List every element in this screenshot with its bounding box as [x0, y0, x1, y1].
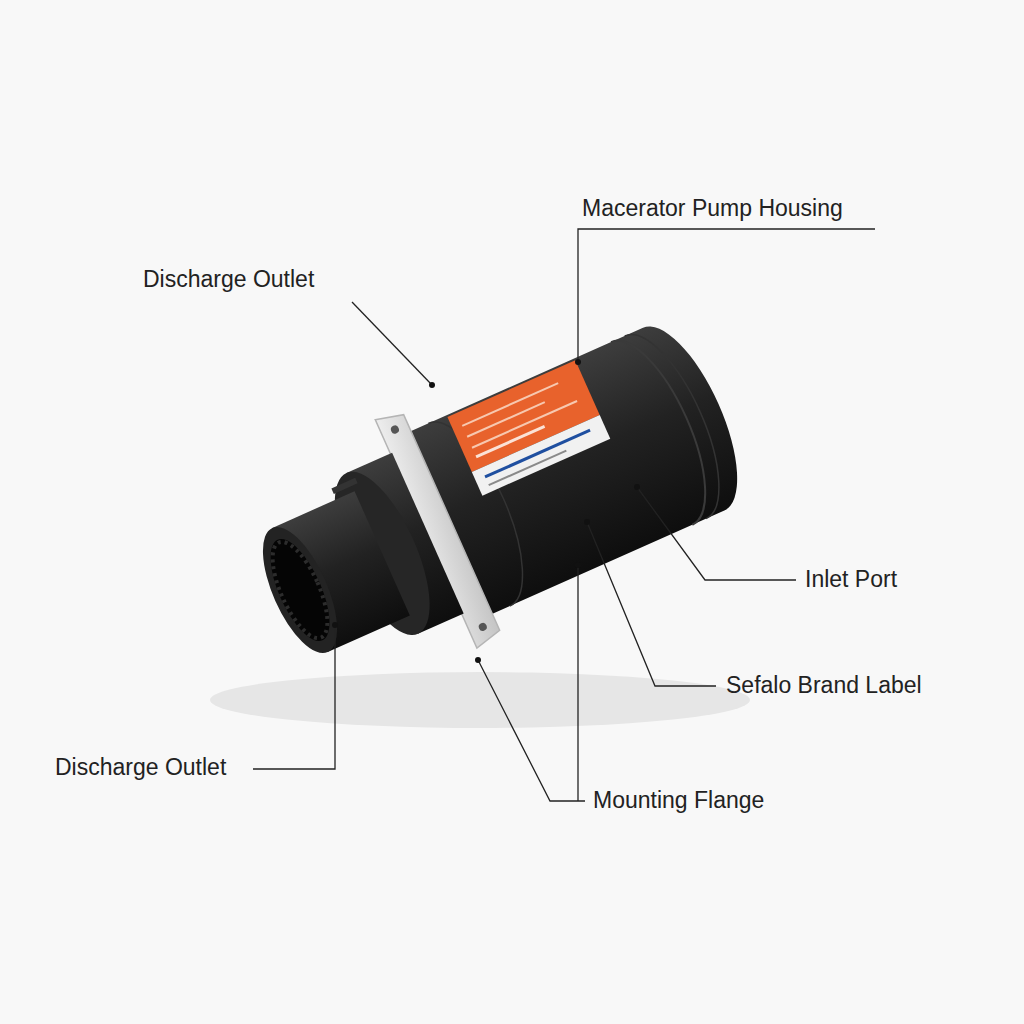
leader-line: [478, 660, 585, 801]
leader-dot: [332, 622, 338, 628]
part-label: Discharge Outlet: [143, 267, 314, 292]
pump-body: [224, 290, 769, 716]
leader-dot: [575, 359, 581, 365]
leader-dot: [634, 484, 640, 490]
leader-dot: [575, 562, 581, 568]
leader-line: [577, 565, 578, 801]
shadow: [210, 672, 750, 728]
flange-hole: [390, 424, 401, 435]
part-label: Sefalo Brand Label: [726, 673, 922, 698]
part-label: Macerator Pump Housing: [582, 196, 843, 221]
nozzle-rim: [248, 517, 353, 663]
brand-label-patch: [472, 415, 610, 496]
part-label: Mounting Flange: [593, 788, 764, 813]
label-stripe: [489, 451, 567, 486]
nozzle-opening: [258, 531, 341, 649]
nozzle-serration: [261, 535, 338, 645]
leader-dot: [475, 657, 481, 663]
label-stripe: [472, 401, 577, 448]
leader-line: [587, 522, 716, 686]
leader-dots: [332, 359, 640, 663]
collar-pin: [331, 478, 357, 494]
label-stripe: [462, 383, 558, 426]
part-label: Discharge Outlet: [55, 755, 226, 780]
leader-line: [578, 229, 875, 362]
leader-line: [637, 487, 796, 580]
leader-line: [253, 625, 335, 769]
part-label: Inlet Port: [805, 567, 897, 592]
housing-ring: [625, 320, 741, 518]
leader-dot: [584, 519, 590, 525]
leader-line: [352, 302, 432, 385]
label-stripe: [476, 426, 545, 457]
flange-hole: [478, 622, 489, 633]
leader-lines: [253, 229, 875, 801]
label-stripe: [485, 430, 590, 477]
leader-dot: [429, 382, 435, 388]
housing-ring: [611, 327, 727, 525]
